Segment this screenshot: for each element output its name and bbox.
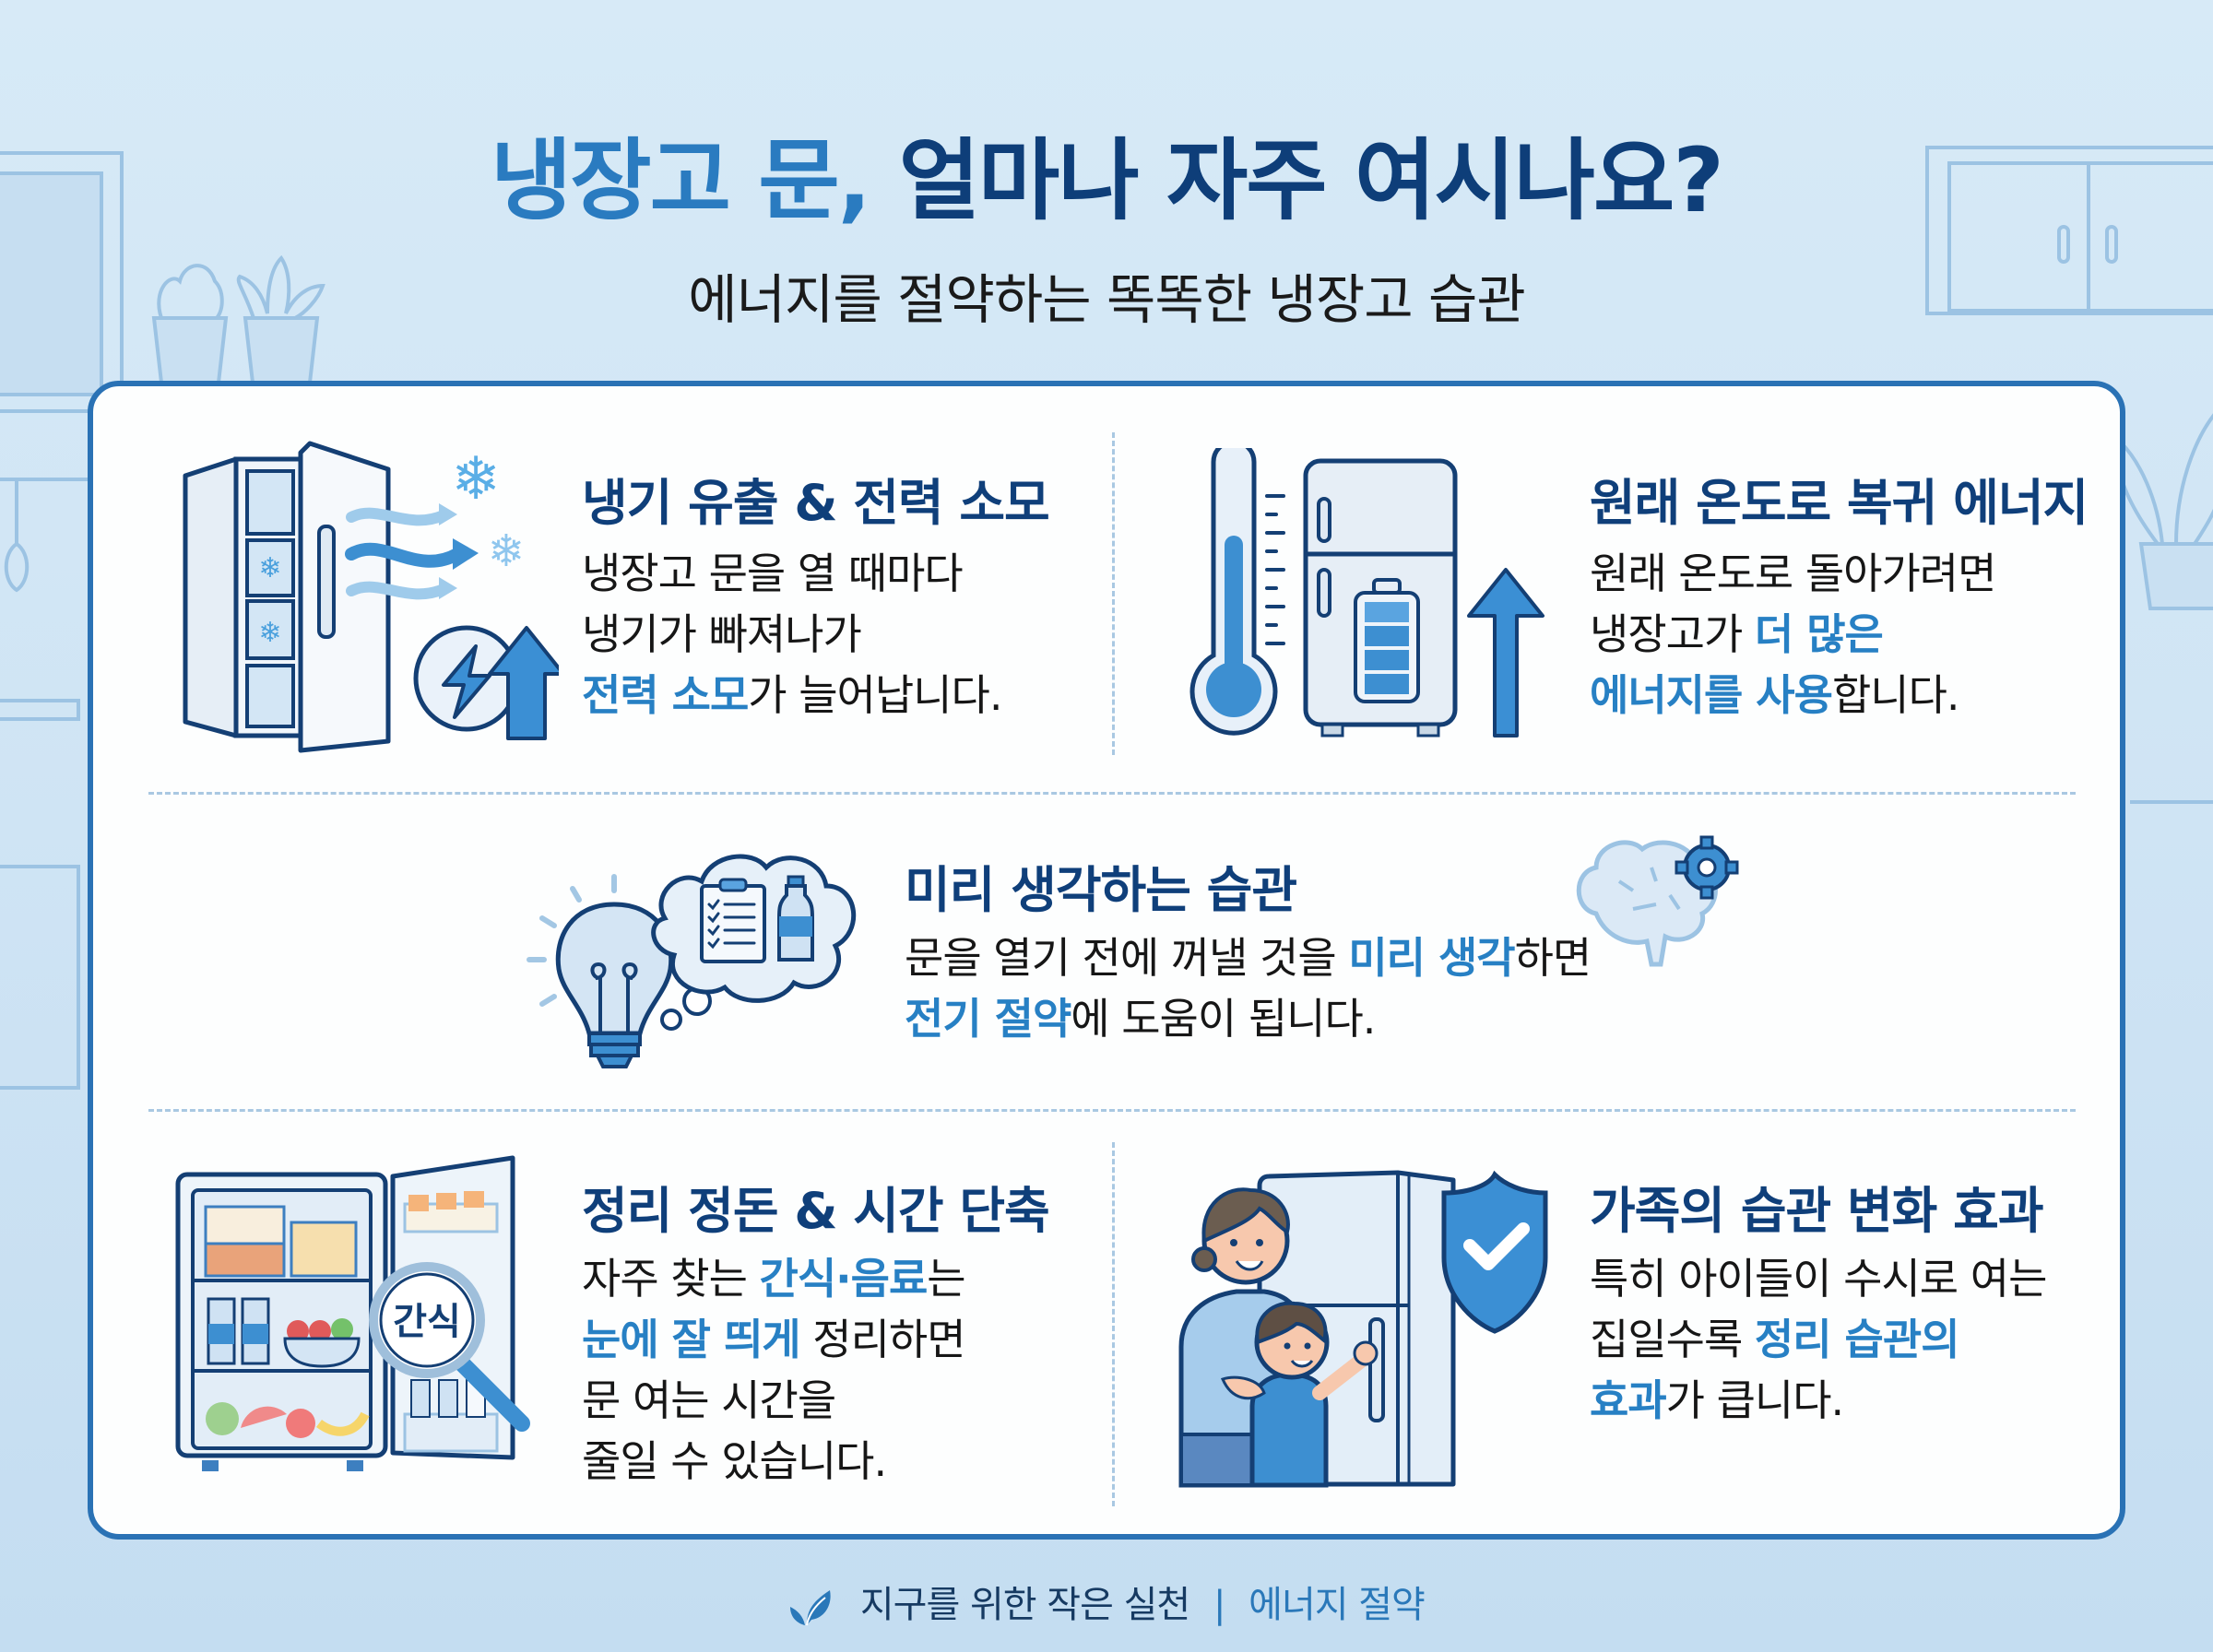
body-line: 전력 소모가 늘어납니다. [582,670,1002,720]
body-line: 냉장고가 더 많은 [1590,609,1884,659]
footer-separator: | [1213,1584,1226,1626]
svg-text:❄: ❄ [451,445,501,513]
organized-fridge-magnifier-icon: 간식 [175,1155,530,1471]
divider-vertical-bottom [1112,1142,1115,1506]
body-line: 특히 아이들이 수시로 여는 [1590,1254,2047,1304]
section-title-organize: 정리 정돈 & 시간 단축 [582,1182,1050,1240]
divider-horizontal-1 [148,792,2076,795]
section-title-cold-air-leak: 냉기 유출 & 전력 소모 [582,474,1050,532]
svg-text:❄: ❄ [258,552,281,584]
body-line: 문 여는 시간을 [582,1375,836,1425]
body-line: 자주 찾는 간식·음료는 [582,1254,966,1304]
body-line: 에너지를 사용합니다. [1590,670,1960,720]
footer: 지구를 위한 작은 실천 | 에너지 절약 [0,1575,2213,1628]
section-body-cold-air-leak: 냉장고 문을 열 때마다 냉기가 빠져나가 전력 소모가 늘어납니다. [582,543,1002,726]
family-fridge-shield-icon [1178,1170,1548,1488]
section-title-think-ahead: 미리 생각하는 습관 [905,861,1297,919]
open-fridge-cold-air-power-up-icon: ❄ ❄ ❄ ❄ [183,441,559,753]
tips-card: ❄ ❄ ❄ ❄ 냉기 유출 & 전력 소모 냉장고 문을 열 때마다 냉기가 빠… [88,381,2125,1540]
body-line: 집일수록 정리 습관의 [1590,1315,1960,1364]
divider-horizontal-2 [148,1109,2076,1112]
body-line: 냉장고 문을 열 때마다 [582,549,964,598]
divider-vertical-top [1112,432,1115,755]
footer-tag: 에너지 절약 [1249,1584,1426,1626]
lightbulb-thought-checklist-icon [527,854,857,1068]
body-line: 전기 절약에 도움이 됩니다. [905,994,1376,1044]
thermometer-fridge-battery-icon [1189,448,1544,738]
body-line: 효과가 큽니다. [1590,1375,1844,1425]
svg-text:❄: ❄ [488,525,525,577]
page-title-accent: 냉장고 문, [490,129,871,232]
section-body-think-ahead: 문을 열기 전에 꺼낼 것을 미리 생각하면 전기 절약에 도움이 됩니다. [905,927,1592,1049]
magnifier-label: 간식 [393,1301,461,1343]
page-title-rest: 얼마나 자주 여시나요? [898,129,1724,232]
svg-text:❄: ❄ [258,617,281,649]
brain-gear-icon [1576,835,1739,967]
footer-main-text: 지구를 위한 작은 실천 [859,1584,1190,1626]
section-body-family-habit: 특히 아이들이 수시로 여는 집일수록 정리 습관의 효과가 큽니다. [1590,1248,2047,1431]
body-line: 문을 열기 전에 꺼낼 것을 미리 생각하면 [905,933,1592,983]
page-subtitle: 에너지를 절약하는 똑똑한 냉장고 습관 [688,268,1526,331]
body-line: 눈에 잘 띄게 정리하면 [582,1315,966,1364]
section-title-recovery-energy: 원래 온도로 복귀 에너지 [1590,474,2089,532]
section-title-family-habit: 가족의 습관 변화 효과 [1590,1182,2044,1240]
page-title: 냉장고 문, 얼마나 자주 여시나요? [0,109,2213,237]
section-body-recovery-energy: 원래 온도로 돌아가려면 냉장고가 더 많은 에너지를 사용합니다. [1590,543,1996,726]
body-line: 줄일 수 있습니다. [582,1436,887,1486]
body-line: 원래 온도로 돌아가려면 [1590,549,1996,598]
section-body-organize: 자주 찾는 간식·음료는 눈에 잘 띄게 정리하면 문 여는 시간을 줄일 수 … [582,1248,966,1492]
leaf-icon [790,1590,831,1626]
body-line: 냉기가 빠져나가 [582,609,862,659]
